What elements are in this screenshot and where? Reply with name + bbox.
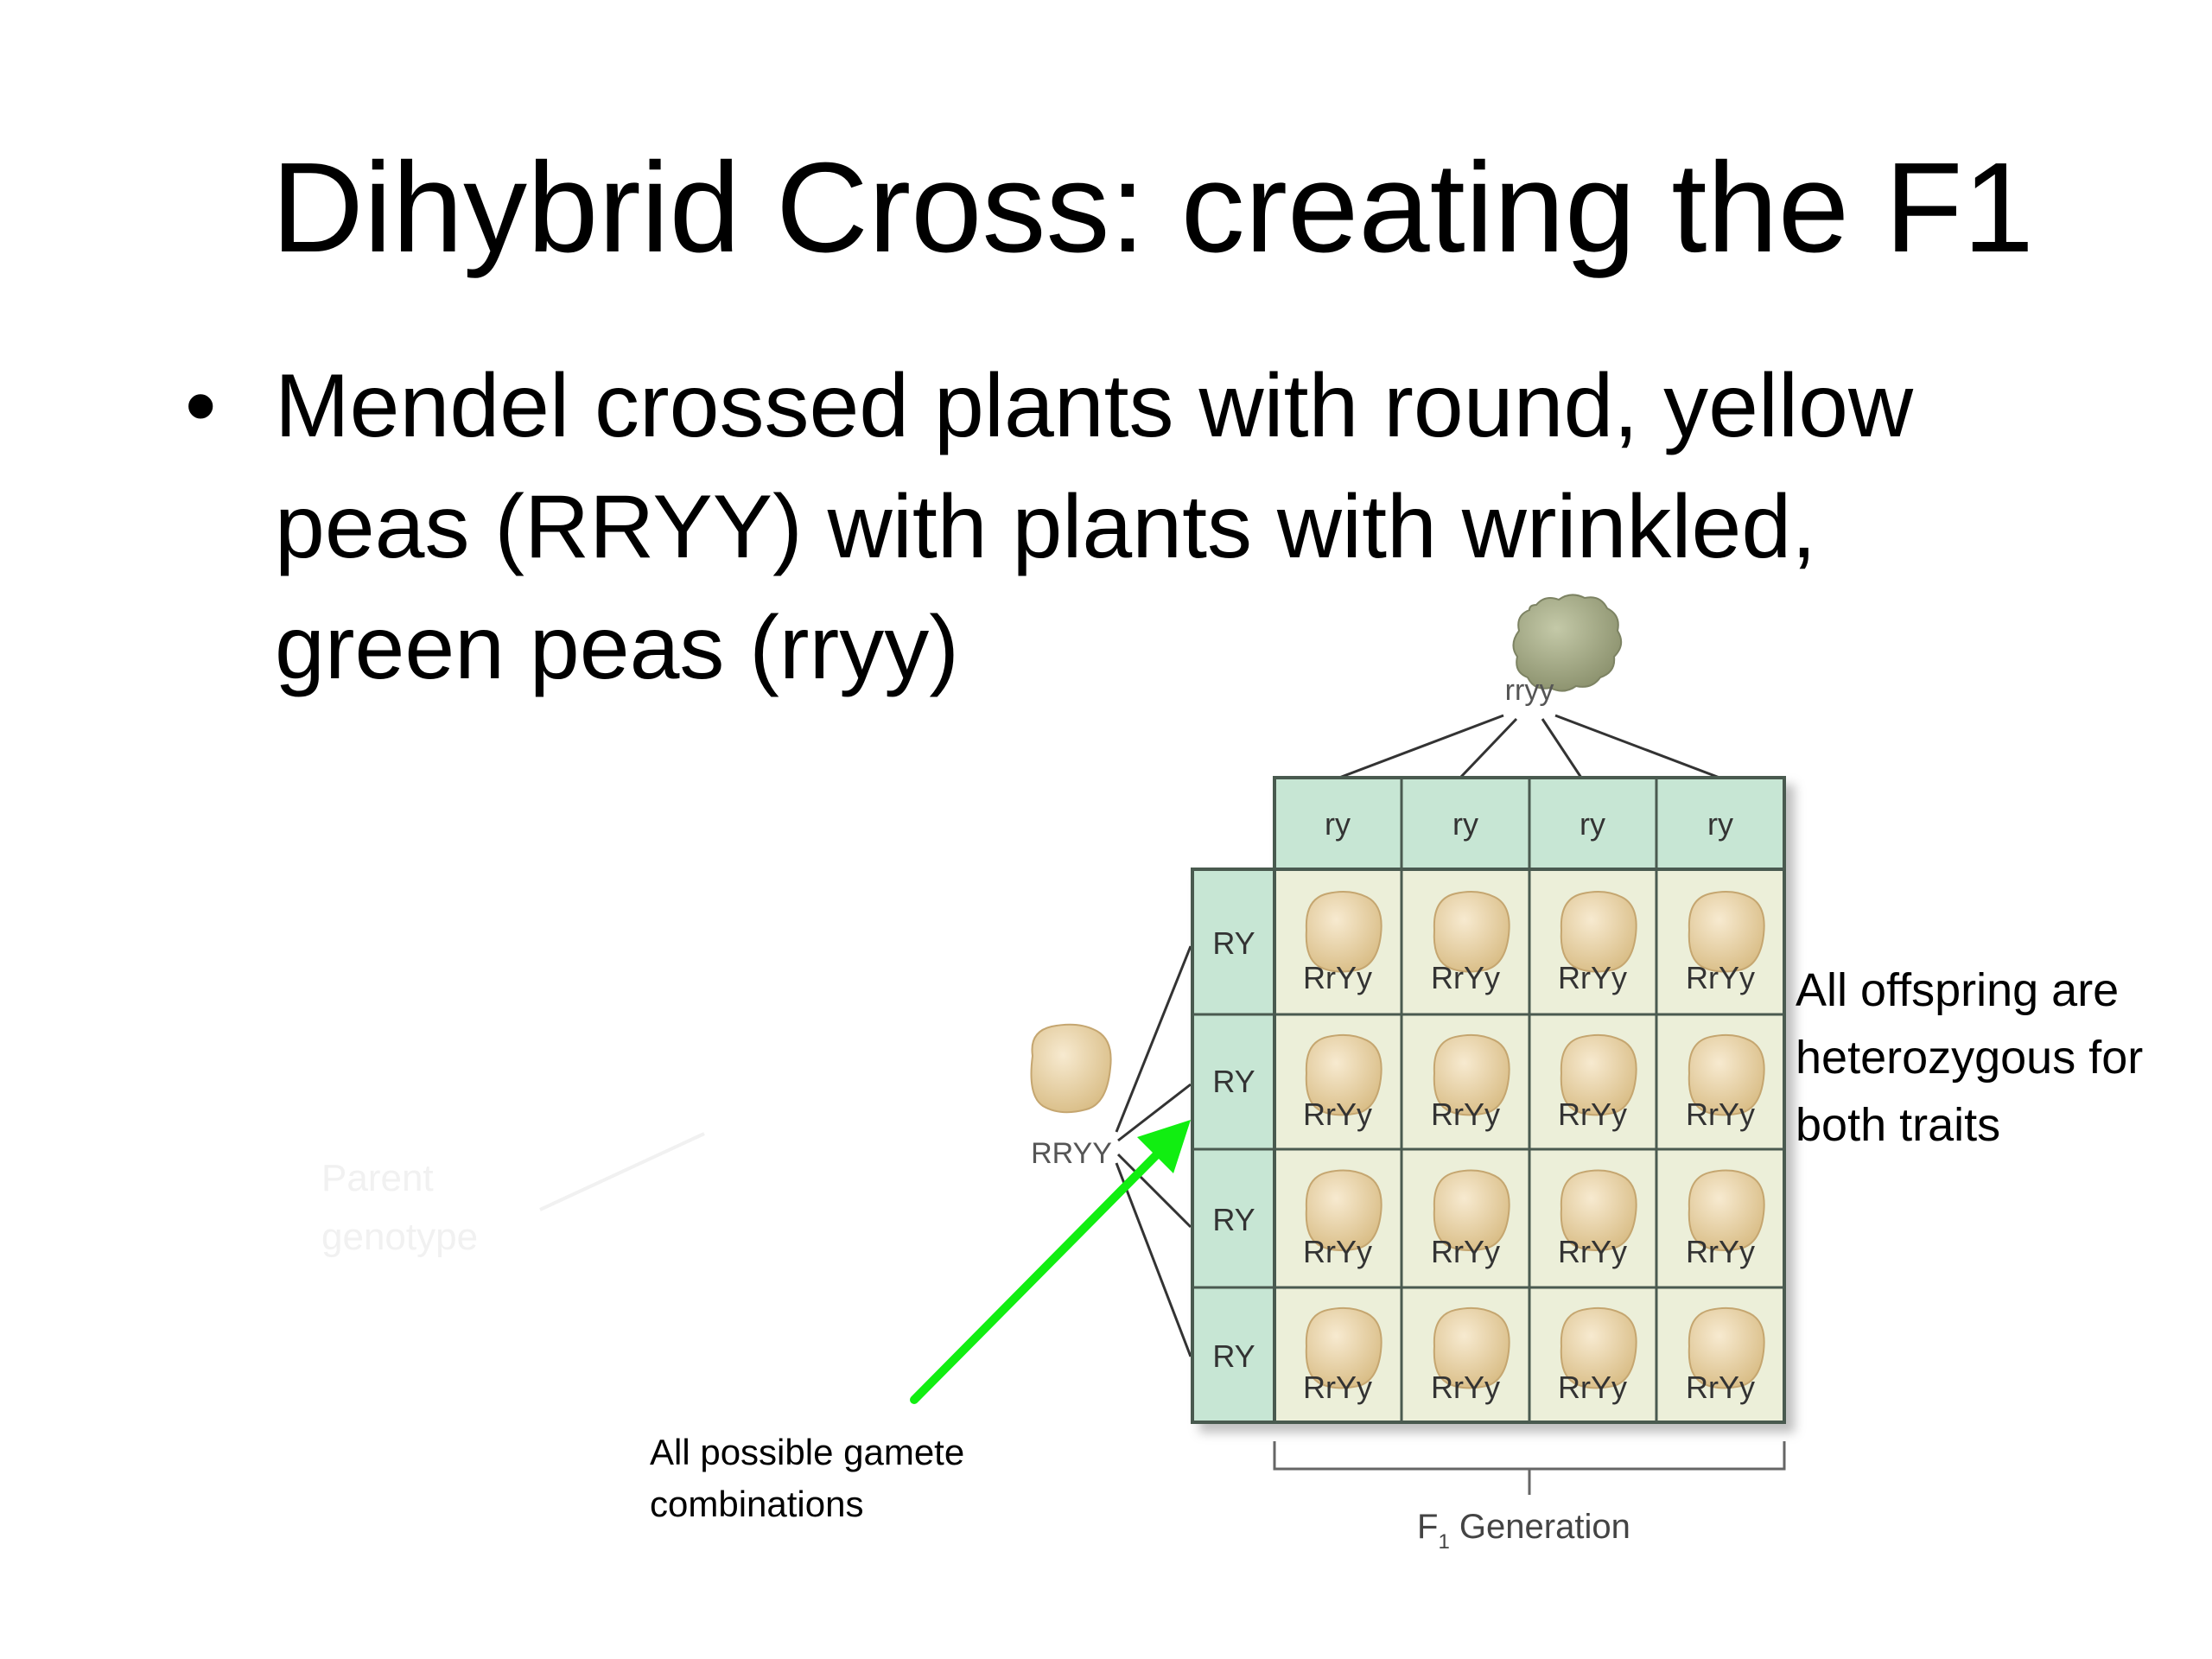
generation-label: F1 Generation (1417, 1508, 1630, 1554)
left-parent-genotype: RRYY (1031, 1137, 1112, 1170)
offspring-genotype: RrYy (1431, 960, 1500, 995)
row-gamete: RY (1212, 925, 1255, 961)
column-gamete: ry (1452, 806, 1478, 842)
offspring-cell: RrYy (1303, 1306, 1382, 1405)
round-yellow-pea-icon (1688, 1169, 1765, 1252)
faded-arrow (539, 1132, 705, 1211)
offspring-cell: RrYy (1431, 1169, 1510, 1269)
gamete-note-line1: All possible gamete (650, 1432, 964, 1472)
offspring-genotype: RrYy (1303, 960, 1372, 995)
offspring-note: All offspring are heterozygous for both … (1796, 964, 2143, 1151)
offspring-cell: RrYy (1558, 1033, 1637, 1132)
grid-lines (1192, 778, 1784, 1422)
column-gamete-headers: ry ry ry ry (1325, 806, 1733, 842)
wrinkled-green-pea-icon (1512, 594, 1623, 692)
row-gamete: RY (1212, 1338, 1255, 1374)
slide-title: Dihybrid Cross: creating the F1 (271, 137, 2034, 279)
left-parent: RRYY (1030, 945, 1192, 1357)
top-parent-genotype: rryy (1505, 674, 1554, 707)
offspring-genotype: RrYy (1303, 1234, 1372, 1269)
offspring-cell: RrYy (1303, 1169, 1382, 1269)
left-parent-lines (1115, 945, 1192, 1357)
offspring-cell: RrYy (1431, 1306, 1510, 1405)
offspring-cell: RrYy (1686, 1306, 1765, 1405)
top-parent-lines (1338, 714, 1720, 779)
round-yellow-pea-icon (1030, 1023, 1112, 1114)
offspring-cell: RrYy (1558, 890, 1637, 995)
round-yellow-pea-icon (1433, 1033, 1510, 1116)
round-yellow-pea-icon (1305, 1033, 1382, 1116)
offspring-cell: RrYy (1303, 1033, 1382, 1132)
offspring-cell: RrYy (1686, 1169, 1765, 1269)
generation-suffix: Generation (1450, 1508, 1630, 1546)
generation-letter: F (1417, 1508, 1438, 1546)
offspring-genotype: RrYy (1431, 1370, 1500, 1405)
offspring-note-line2: heterozygous for (1796, 1032, 2143, 1084)
column-gamete: ry (1580, 806, 1605, 842)
bullet-list: • Mendel crossed plants with round, yell… (185, 346, 2172, 709)
top-parent: rryy (1338, 594, 1720, 779)
round-yellow-pea-icon (1433, 1306, 1510, 1389)
offspring-genotype: RrYy (1303, 1370, 1372, 1405)
faded-parent-genotype-label: Parent genotype (321, 1132, 705, 1258)
bullet-text: Mendel crossed plants with round, yellow… (275, 356, 1914, 698)
offspring-genotype: RrYy (1558, 1370, 1627, 1405)
faded-label-line1: Parent (321, 1157, 434, 1199)
gamete-note-line2: combinations (650, 1484, 863, 1524)
faded-label-line2: genotype (321, 1216, 478, 1258)
offspring-genotype: RrYy (1431, 1234, 1500, 1269)
round-yellow-pea-icon (1433, 890, 1510, 973)
offspring-cell: RrYy (1431, 890, 1510, 995)
offspring-genotype: RrYy (1431, 1096, 1500, 1132)
offspring-genotype: RrYy (1303, 1096, 1372, 1132)
round-yellow-pea-icon (1560, 1033, 1637, 1116)
f1-generation-bracket: F1 Generation (1273, 1441, 1786, 1554)
offspring-note-line1: All offspring are (1796, 964, 2119, 1016)
offspring-cell: RrYy (1558, 1169, 1637, 1269)
offspring-genotype: RrYy (1558, 1096, 1627, 1132)
round-yellow-pea-icon (1305, 890, 1382, 973)
offspring-genotype: RrYy (1686, 960, 1755, 995)
offspring-genotype: RrYy (1686, 1234, 1755, 1269)
round-yellow-pea-icon (1305, 1169, 1382, 1252)
column-gamete: ry (1325, 806, 1351, 842)
offspring-genotype: RrYy (1558, 960, 1627, 995)
row-gamete: RY (1212, 1202, 1255, 1237)
round-yellow-pea-icon (1433, 1169, 1510, 1252)
round-yellow-pea-icon (1688, 890, 1765, 973)
offspring-genotype: RrYy (1558, 1234, 1627, 1269)
round-yellow-pea-icon (1688, 1033, 1765, 1116)
gamete-arrow (910, 1120, 1191, 1404)
row-gamete: RY (1212, 1064, 1255, 1099)
offspring-cell: RrYy (1303, 890, 1382, 995)
offspring-genotype: RrYy (1686, 1370, 1755, 1405)
column-gamete: ry (1707, 806, 1733, 842)
generation-subscript: 1 (1438, 1530, 1449, 1554)
offspring-cell: RrYy (1686, 890, 1765, 995)
round-yellow-pea-icon (1560, 890, 1637, 973)
gamete-note: All possible gamete combinations (650, 1432, 964, 1524)
offspring-genotype: RrYy (1686, 1096, 1755, 1132)
offspring-note-line3: both traits (1796, 1099, 2000, 1151)
round-yellow-pea-icon (1688, 1306, 1765, 1389)
offspring-cell: RrYy (1686, 1033, 1765, 1132)
round-yellow-pea-icon (1560, 1306, 1637, 1389)
offspring-cell: RrYy (1558, 1306, 1637, 1405)
bullet-dot-icon: • (185, 356, 217, 456)
round-yellow-pea-icon (1560, 1169, 1637, 1252)
offspring-cell: RrYy (1431, 1033, 1510, 1132)
round-yellow-pea-icon (1305, 1306, 1382, 1389)
bullet-item: • Mendel crossed plants with round, yell… (185, 346, 2172, 709)
row-gamete-headers: RY RY RY RY (1212, 925, 1255, 1374)
